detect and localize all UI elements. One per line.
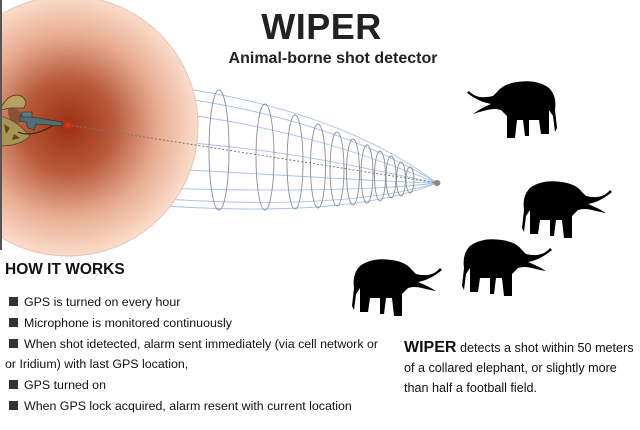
step-text: GPS turned on: [24, 378, 106, 392]
range-note: WIPER detects a shot within 50 meters of…: [404, 338, 640, 398]
square-bullet-icon: [9, 339, 18, 348]
square-bullet-icon: [9, 318, 18, 327]
step-item: GPS turned on: [5, 375, 385, 395]
collar-sensor-icon: [433, 180, 441, 186]
step-item: Microphone is monitored continuously: [5, 313, 385, 333]
square-bullet-icon: [9, 380, 18, 389]
page-title: WIPER: [0, 6, 640, 48]
square-bullet-icon: [9, 297, 18, 306]
step-text: GPS is turned on every hour: [24, 295, 181, 309]
note-text: detects a shot within 50 meters of a col…: [404, 341, 634, 395]
how-it-works-list: GPS is turned on every hour Microphone i…: [5, 292, 385, 417]
note-brand: WIPER: [404, 339, 457, 356]
elephant-group: [352, 81, 612, 316]
step-text: Microphone is monitored continuously: [24, 316, 232, 330]
page-subtitle: Animal-borne shot detector: [228, 50, 438, 67]
elephant-4-icon: [352, 259, 442, 316]
square-bullet-icon: [9, 401, 18, 410]
step-text: When shot idetected, alarm sent immediat…: [5, 337, 378, 371]
step-item: When GPS lock acquired, alarm resent wit…: [5, 396, 385, 416]
how-it-works-heading: HOW IT WORKS: [5, 261, 125, 278]
muzzle-flash-icon: [63, 120, 73, 130]
step-item: When shot idetected, alarm sent immediat…: [5, 334, 385, 374]
step-text: When GPS lock acquired, alarm resent wit…: [24, 399, 352, 413]
elephant-3-icon: [462, 239, 552, 296]
elephant-2-icon: [522, 181, 612, 238]
left-border: [0, 0, 2, 250]
sound-zone-circle: [0, 0, 199, 257]
elephant-1-icon: [467, 81, 557, 138]
step-item: GPS is turned on every hour: [5, 292, 385, 312]
soldier-shooter-icon: [0, 94, 63, 147]
title-text: WIPER: [261, 6, 382, 47]
